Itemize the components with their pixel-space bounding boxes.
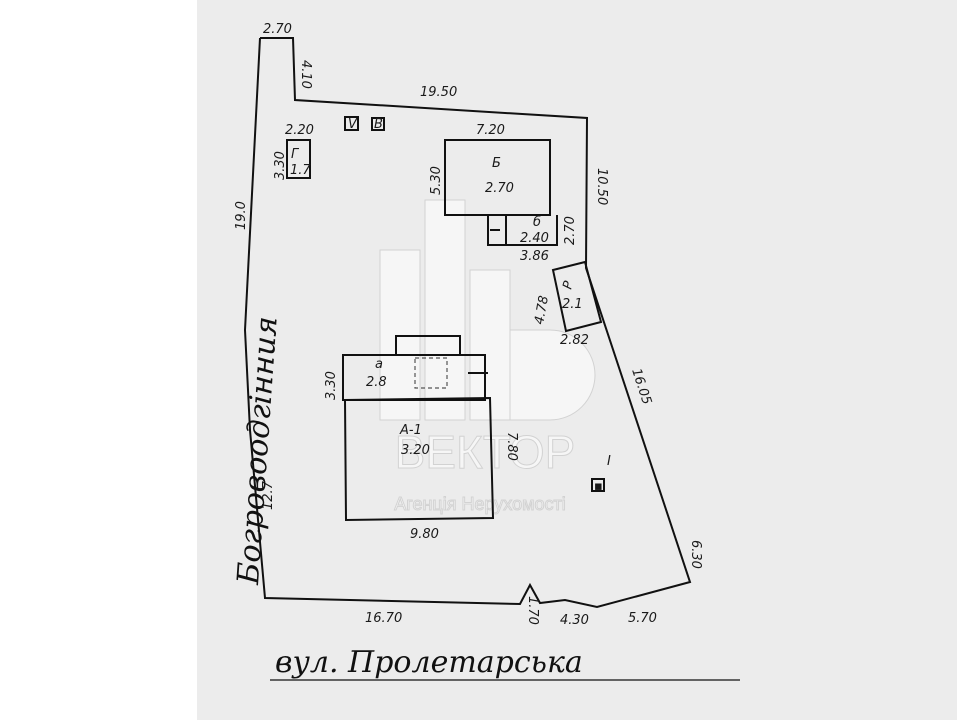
shed-letter: Р [560, 279, 577, 291]
shed-width: 2.82 [560, 333, 589, 348]
shed-depth: 4.78 [532, 295, 552, 326]
dim-bottom-mid: 4.30 [560, 613, 589, 628]
barn-height: 2.70 [485, 181, 514, 196]
gate-marker: I [607, 454, 611, 469]
house-width: 9.80 [410, 527, 439, 542]
dim-bottom-left: 16.70 [365, 611, 402, 626]
dim-bottom-right: 5.70 [628, 611, 657, 626]
barn-outline [444, 139, 551, 216]
dim-left-lower: 12.7 [261, 480, 276, 510]
house-depth: 7.80 [504, 432, 519, 461]
watermark-tagline: Агенція Нерухомості [394, 494, 565, 514]
watermark-tower-3 [469, 269, 511, 421]
watermark-tower-2 [424, 199, 466, 421]
toilet-letter: В [374, 117, 383, 132]
barn-ext-bottom: 3.86 [520, 249, 549, 264]
side-street-label: Богровоодгінния [231, 315, 285, 586]
barn-ext-letter: б [533, 215, 541, 230]
shed-outline [551, 260, 603, 333]
barn-ext-width: 2.40 [520, 231, 549, 246]
porch-bump [395, 335, 461, 356]
barn-width: 7.20 [476, 123, 505, 138]
dim-right-diag: 16.05 [628, 367, 654, 407]
house-outline [343, 396, 495, 522]
watermark-brand: ВЕКТОР [395, 426, 576, 478]
barn-depth: 5.30 [429, 166, 444, 195]
house-letter: А-1 [399, 423, 422, 438]
shed-height: 2.1 [562, 297, 583, 312]
garage-outline [286, 139, 311, 179]
watermark-b-bowl [509, 329, 596, 421]
house-height: 3.20 [401, 443, 430, 458]
dim-left: 19.0 [234, 201, 249, 230]
toilet-marker [371, 117, 385, 131]
garage-width: 2.20 [285, 123, 314, 138]
porch-letter: а [375, 357, 383, 372]
square-marker [591, 478, 605, 492]
garage-letter: Г [291, 147, 300, 162]
porch-depth: 3.30 [324, 371, 339, 400]
garage-height: 1.7 [290, 163, 311, 178]
dim-right-lower: 6.30 [688, 540, 703, 569]
barn-extension-outline [487, 215, 558, 246]
street-label: вул. Пролетарська [275, 645, 583, 680]
dim-top: 19.50 [420, 85, 457, 100]
porch-height: 2.8 [366, 375, 387, 390]
barn-letter: Б [492, 156, 501, 171]
dim-right-upper: 10.50 [594, 168, 609, 205]
garage-depth: 3.30 [273, 151, 288, 180]
dim-top-step: 4.10 [298, 60, 313, 89]
dim-bottom-notch: 1.70 [525, 596, 540, 625]
dim-top-left: 2.70 [263, 22, 292, 37]
watermark-logo: ВЕКТОР Агенція Нерухомості [379, 199, 596, 515]
well-letter: V [348, 117, 358, 132]
barn-ext-depth: 2.70 [563, 216, 578, 245]
square-marker-glyph: ▪ [594, 479, 603, 494]
lot-boundary [243, 37, 692, 609]
well-marker [344, 116, 359, 131]
